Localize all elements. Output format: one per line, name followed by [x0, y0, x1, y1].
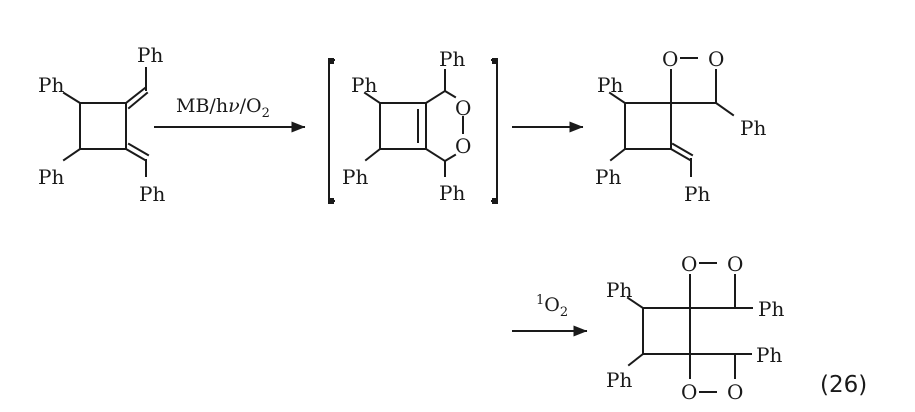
bracket-left — [328, 59, 335, 202]
product1-ring — [624, 102, 672, 150]
product2-oxygen-top-left: O — [681, 252, 697, 276]
product2-oxygen-bottom-left: O — [681, 380, 697, 404]
product1-bond-ch-ph — [714, 101, 735, 117]
product1-ph-right: Ph — [740, 116, 766, 140]
product1-oxygen-left: O — [662, 47, 678, 71]
product2-ph-bottom-left: Ph — [606, 368, 632, 392]
intermediate-bond-ph-bottom-left — [364, 147, 382, 162]
product1-ph-bottom: Ph — [684, 182, 710, 206]
reactant-exo-double-bottom-a — [124, 147, 147, 162]
intermediate-oxygen-bottom: O — [455, 134, 471, 158]
reactant-structure: Ph Ph Ph Ph — [38, 43, 165, 206]
product2-ph-top-right: Ph — [758, 297, 784, 321]
bracket-right — [491, 59, 498, 202]
bracket-left-bottom-serif — [328, 198, 334, 204]
bracket-left-top-serif — [328, 58, 334, 64]
product1-exo-double-b — [671, 142, 694, 157]
product2-oxygen-top-right: O — [727, 252, 743, 276]
arrow-3-conditions: 1O2 — [536, 293, 568, 320]
intermediate-ph-top-left: Ph — [351, 73, 377, 97]
intermediate-bond-ch-o-bottom — [443, 153, 457, 163]
intermediate-ph-top-right: Ph — [439, 47, 465, 71]
reactant-ph-bottom-right: Ph — [139, 182, 165, 206]
intermediate-ph-bottom-left: Ph — [342, 165, 368, 189]
reaction-arrow-3: 1O2 — [512, 293, 588, 337]
product1-exo-double-a — [669, 147, 692, 162]
intermediate-structure: O O Ph Ph Ph Ph — [328, 47, 498, 205]
product2-oxygen-bottom-right: O — [727, 380, 743, 404]
reactant-bond-ph-bottom — [62, 147, 82, 162]
product1-bond-ph-bottom-left — [609, 147, 627, 162]
reaction-arrow-1: MB/hν/O2 — [154, 95, 306, 133]
reactant-ph-top-left: Ph — [38, 73, 64, 97]
product1-bond-ph-top-left — [608, 91, 627, 105]
intermediate-bond-c-ch-bottom — [424, 147, 447, 163]
reactant-ring — [79, 102, 127, 150]
reactant-ph-top-right: Ph — [137, 43, 163, 67]
product1-ph-bottom-left: Ph — [595, 165, 621, 189]
reactant-bond-ph-top — [62, 91, 82, 105]
intermediate-ring — [379, 102, 427, 150]
product2-bond-ph-top-left — [626, 296, 645, 310]
reactant-ph-bottom-left: Ph — [38, 165, 64, 189]
intermediate-oxygen-top: O — [455, 96, 471, 120]
intermediate-bond-ph-top-left — [363, 91, 382, 105]
intermediate-ph-bottom-right: Ph — [439, 181, 465, 205]
product2-structure: O O O O Ph Ph Ph Ph — [606, 252, 784, 404]
arrow-1-conditions: MB/hν/O2 — [176, 95, 270, 121]
intermediate-bond-c-ch-top — [424, 89, 447, 105]
bracket-right-top-serif — [492, 58, 498, 64]
product1-oxygen-right: O — [708, 47, 724, 71]
product2-bond-ph-bottom-left — [627, 352, 645, 367]
bracket-right-bottom-serif — [492, 198, 498, 204]
equation-number: (26) — [820, 372, 867, 398]
product1-structure: O O Ph Ph Ph Ph — [595, 47, 766, 206]
product2-ring — [642, 307, 691, 355]
reactant-exo-double-top-b — [127, 91, 149, 110]
product2-ph-top-left: Ph — [606, 278, 632, 302]
reactant-exo-double-top-a — [124, 86, 147, 105]
intermediate-bond-ch-o-top — [443, 89, 457, 99]
reactant-exo-double-bottom-b — [127, 142, 150, 157]
product1-ph-top-left: Ph — [597, 73, 623, 97]
product2-ph-bottom-right: Ph — [756, 343, 782, 367]
